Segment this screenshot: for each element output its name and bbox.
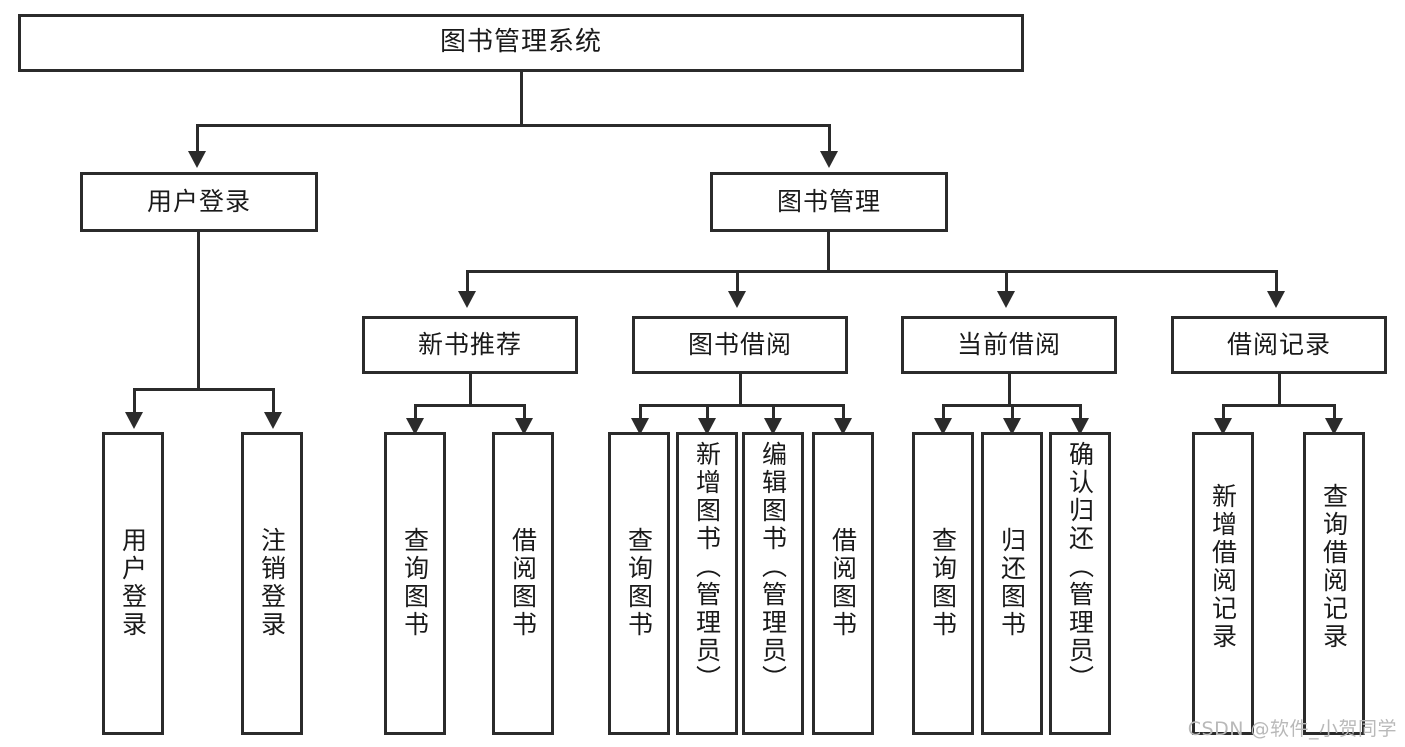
- arrowhead-newbook-1: [406, 418, 424, 435]
- node-label: 新增图书（管理员）: [692, 441, 722, 693]
- arrowhead-bookmgmt-1: [458, 291, 476, 308]
- connector-userlogin-stem: [197, 232, 200, 390]
- connector-userlogin-drop-2: [272, 388, 275, 416]
- node-book-borrow[interactable]: 图书借阅: [632, 316, 848, 374]
- node-label: 借阅记录: [1226, 329, 1331, 359]
- arrowhead-currentborrow-2: [1003, 418, 1021, 435]
- connector-bookborrow-stem: [739, 374, 742, 406]
- arrowhead-bookborrow-3: [764, 418, 782, 435]
- watermark: CSDN @软件_小贺同学: [1187, 718, 1397, 740]
- leaf-query-book-rec[interactable]: 查询图书: [384, 432, 446, 735]
- arrowhead-userlogin-2: [264, 412, 282, 429]
- arrowhead-currentborrow-3: [1071, 418, 1089, 435]
- node-label: 用户登录: [118, 527, 148, 639]
- leaf-confirm-return-admin[interactable]: 确认归还（管理员）: [1049, 432, 1111, 735]
- connector-root-drop-2: [828, 124, 831, 152]
- connector-root-stem: [520, 72, 523, 124]
- arrowhead-userlogin-1: [125, 412, 143, 429]
- leaf-borrow-book[interactable]: 借阅图书: [812, 432, 874, 735]
- node-label: 注销登录: [257, 527, 287, 639]
- connector-bookmgmt-drop-1: [466, 270, 469, 292]
- arrowhead-root-2: [820, 151, 838, 168]
- node-label: 用户登录: [146, 186, 251, 216]
- node-user-login[interactable]: 用户登录: [80, 172, 318, 232]
- connector-bookborrow-drop-2: [706, 404, 709, 420]
- connector-bookborrow-drop-1: [639, 404, 642, 420]
- connector-root-drop-1: [196, 124, 199, 152]
- connector-currentborrow-drop-2: [1011, 404, 1014, 420]
- connector-bookmgmt-drop-4: [1275, 270, 1278, 292]
- leaf-user-login[interactable]: 用户登录: [102, 432, 164, 735]
- connector-borrowrecord-drop-1: [1222, 404, 1225, 420]
- connector-root-bus: [196, 124, 830, 127]
- node-label: 新增借阅记录: [1208, 483, 1238, 651]
- leaf-return-book[interactable]: 归还图书: [981, 432, 1043, 735]
- leaf-edit-book-admin[interactable]: 编辑图书（管理员）: [742, 432, 804, 735]
- node-label: 确认归还（管理员）: [1065, 441, 1095, 693]
- arrowhead-newbook-2: [515, 418, 533, 435]
- connector-bookborrow-drop-3: [772, 404, 775, 420]
- arrowhead-bookmgmt-4: [1267, 291, 1285, 308]
- connector-userlogin-bus: [133, 388, 275, 391]
- arrowhead-bookborrow-4: [834, 418, 852, 435]
- node-label: 查询图书: [624, 527, 654, 639]
- connector-borrowrecord-bus: [1222, 404, 1336, 407]
- arrowhead-bookmgmt-3: [997, 291, 1015, 308]
- node-label: 借阅图书: [828, 527, 858, 639]
- node-root[interactable]: 图书管理系统: [18, 14, 1024, 72]
- node-book-management[interactable]: 图书管理: [710, 172, 948, 232]
- arrowhead-bookborrow-2: [698, 418, 716, 435]
- node-label: 归还图书: [997, 527, 1027, 639]
- connector-bookborrow-drop-4: [842, 404, 845, 420]
- connector-borrowrecord-drop-2: [1333, 404, 1336, 420]
- connector-currentborrow-drop-3: [1079, 404, 1082, 420]
- leaf-query-borrow-record[interactable]: 查询借阅记录: [1303, 432, 1365, 735]
- connector-newbook-stem: [469, 374, 472, 406]
- node-label: 新书推荐: [417, 329, 522, 359]
- node-label: 查询图书: [928, 527, 958, 639]
- connector-newbook-drop-1: [414, 404, 417, 420]
- node-label: 查询借阅记录: [1319, 483, 1349, 651]
- connector-currentborrow-drop-1: [942, 404, 945, 420]
- arrowhead-currentborrow-1: [934, 418, 952, 435]
- connector-bookmgmt-drop-2: [736, 270, 739, 292]
- leaf-query-book-borrow[interactable]: 查询图书: [608, 432, 670, 735]
- leaf-add-borrow-record[interactable]: 新增借阅记录: [1192, 432, 1254, 735]
- node-label: 当前借阅: [956, 329, 1061, 359]
- leaf-borrow-book-rec[interactable]: 借阅图书: [492, 432, 554, 735]
- node-label: 借阅图书: [508, 527, 538, 639]
- node-label: 图书管理系统: [439, 27, 602, 58]
- arrowhead-borrowrecord-1: [1214, 418, 1232, 435]
- connector-newbook-drop-2: [523, 404, 526, 420]
- node-label: 图书管理: [776, 186, 881, 216]
- connector-userlogin-drop-1: [133, 388, 136, 416]
- leaf-logout[interactable]: 注销登录: [241, 432, 303, 735]
- arrowhead-borrowrecord-2: [1325, 418, 1343, 435]
- connector-borrowrecord-stem: [1278, 374, 1281, 406]
- connector-bookmgmt-stem: [827, 232, 830, 272]
- node-current-borrow[interactable]: 当前借阅: [901, 316, 1117, 374]
- connector-newbook-bus: [414, 404, 526, 407]
- node-new-book-recommend[interactable]: 新书推荐: [362, 316, 578, 374]
- connector-bookmgmt-drop-3: [1005, 270, 1008, 292]
- connector-bookmgmt-bus: [466, 270, 1278, 273]
- leaf-query-book-current[interactable]: 查询图书: [912, 432, 974, 735]
- arrowhead-bookmgmt-2: [728, 291, 746, 308]
- node-label: 查询图书: [400, 527, 430, 639]
- node-label: 编辑图书（管理员）: [758, 441, 788, 693]
- node-borrow-record[interactable]: 借阅记录: [1171, 316, 1387, 374]
- leaf-add-book-admin[interactable]: 新增图书（管理员）: [676, 432, 738, 735]
- connector-currentborrow-stem: [1008, 374, 1011, 406]
- connector-bookborrow-bus: [639, 404, 845, 407]
- node-label: 图书借阅: [687, 329, 792, 359]
- arrowhead-bookborrow-1: [631, 418, 649, 435]
- arrowhead-root-1: [188, 151, 206, 168]
